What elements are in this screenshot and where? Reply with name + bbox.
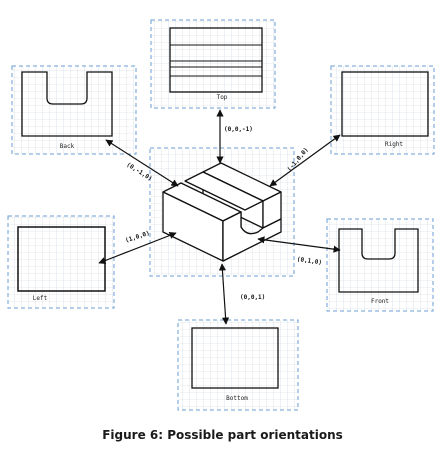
right-view-frame: [330, 65, 435, 155]
u-channel-part: [162, 162, 282, 262]
isometric-view: [149, 147, 295, 277]
arrow-right: [269, 134, 341, 187]
top-view-label: Top: [217, 94, 228, 101]
front-view-frame: [326, 218, 434, 312]
left-view-label: Left: [33, 295, 48, 302]
front-view: Front: [326, 218, 434, 312]
front-view-label: Front: [371, 298, 389, 305]
bottom-view-label: Bottom: [226, 395, 248, 402]
arrow-front: [257, 236, 341, 253]
bottom-view: Bottom: [177, 319, 299, 411]
orientation-arrows: [98, 109, 341, 325]
back-view: Back: [11, 65, 137, 155]
top-view-frame: [150, 19, 276, 109]
arrow-left: [98, 231, 177, 265]
bottom-view-outline: [191, 327, 279, 389]
right-view-label: Right: [385, 141, 403, 148]
orientation-label-bottom: (0,0,1): [240, 294, 265, 301]
figure-caption: Figure 6: Possible part orientations: [102, 428, 343, 442]
orientation-label-top: (0,0,-1): [224, 126, 253, 133]
orientation-label-back: (0,-1,0): [125, 161, 153, 182]
top-view-outline: [169, 27, 263, 93]
right-view: Right: [330, 65, 435, 155]
arrow-bottom: [218, 263, 230, 325]
back-view-outline: [21, 71, 113, 137]
left-view: Left: [7, 215, 115, 309]
arrow-back: [105, 139, 179, 187]
left-view-frame: [7, 215, 115, 309]
back-view-label: Back: [60, 143, 75, 150]
front-view-outline: [338, 228, 419, 293]
right-view-outline: [341, 71, 429, 137]
orientation-label-left: (1,0,0): [124, 230, 150, 244]
back-view-frame: [11, 65, 137, 155]
orientation-label-front: (0,1,0): [296, 256, 322, 266]
top-view: Top: [150, 19, 276, 109]
